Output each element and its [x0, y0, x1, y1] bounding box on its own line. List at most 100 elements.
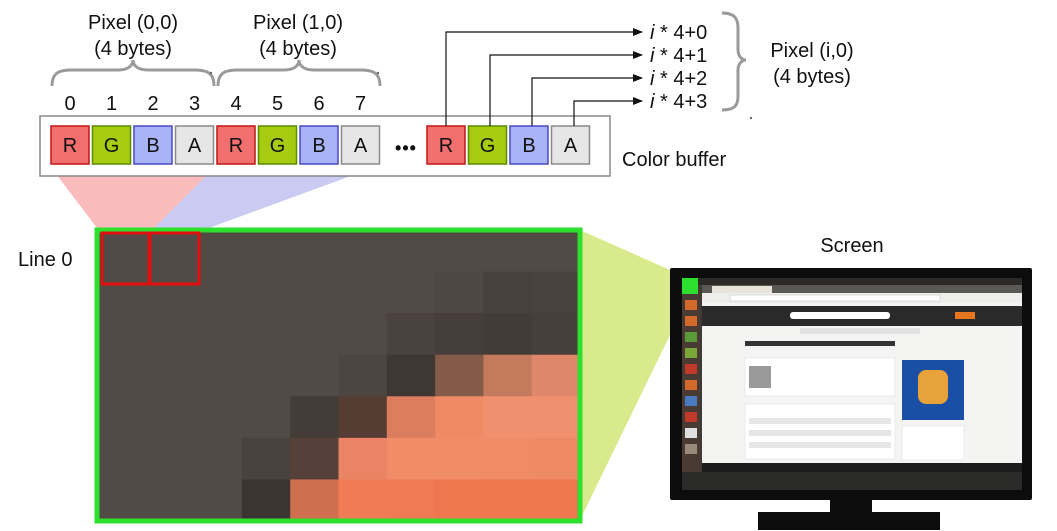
zoom-pixel	[386, 271, 436, 314]
buffer-cell-box	[91, 125, 132, 165]
buffer-tail-cell-1: G	[467, 125, 508, 165]
zoom-pixel	[435, 437, 484, 481]
zoom-pixel	[241, 271, 291, 314]
zoom-pixel	[193, 437, 243, 481]
zoom-pixel	[435, 271, 484, 314]
zoom-pixel	[241, 230, 291, 273]
launcher-icon	[685, 364, 697, 374]
zoom-pixel	[435, 354, 484, 397]
byte-index-2: 2	[147, 93, 158, 115]
zoom-frame	[94, 227, 583, 524]
zoom-pixel	[193, 313, 243, 356]
zoom-pixel	[145, 271, 195, 314]
buffer-tail-cell-0: R	[426, 125, 466, 165]
buffer-cell-label: B	[312, 135, 325, 157]
zoom-pixel	[145, 313, 195, 356]
buffer-cell-label: G	[270, 135, 286, 157]
byte-index-4: 4	[230, 93, 241, 115]
offset-var: i	[650, 91, 655, 113]
buffer-tail-cell-3: A	[550, 125, 591, 165]
site-search	[790, 312, 890, 319]
buffer-cell-box	[257, 125, 298, 165]
buffer-ellipsis: •••	[395, 138, 417, 158]
zoom-pixel	[435, 479, 484, 522]
buffer-cell-box	[509, 125, 549, 165]
zoom-pixel	[386, 396, 436, 439]
zoom-pixel	[531, 354, 581, 397]
zoom-pixel	[531, 479, 581, 522]
buffer-cell-6: B	[299, 125, 339, 165]
zoom-pixel	[531, 271, 581, 314]
brace-dot	[209, 71, 213, 75]
buffer-cell-box	[467, 125, 508, 165]
offset-expr: * 4+2	[654, 68, 707, 90]
zoom-pixel	[145, 354, 195, 397]
top-panel	[682, 278, 1022, 285]
zoom-pixel	[290, 437, 340, 481]
zoom-pixel	[145, 437, 195, 481]
zoom-pixel	[97, 354, 146, 397]
artist-thumb	[749, 366, 771, 388]
buffer-cell-box	[216, 125, 256, 165]
zoom-pixel	[193, 479, 243, 522]
launcher-icon	[685, 332, 697, 342]
zoom-pixel	[483, 271, 533, 314]
zoom-pixel	[145, 230, 195, 273]
zoom-pixel	[290, 396, 340, 439]
launcher-icon	[685, 412, 697, 422]
launcher-icon	[685, 316, 697, 326]
buffer-cell-box	[340, 125, 381, 165]
zoom-pixel	[483, 313, 533, 356]
zoom-pixel	[241, 437, 291, 481]
screen-label: Screen	[820, 235, 883, 257]
buffer-cell-1: G	[91, 125, 132, 165]
zoom-pixel	[483, 396, 533, 439]
buffer-cell-label: A	[188, 135, 202, 157]
buffer-tail-cell-2: B	[509, 125, 549, 165]
buffer-cell-2: B	[133, 125, 173, 165]
zoom-pixel	[386, 354, 436, 397]
song-row	[749, 430, 891, 436]
buffer-cell-box	[299, 125, 339, 165]
buffer-cell-label: B	[146, 135, 159, 157]
screen-projection	[580, 230, 688, 520]
zoom-pixel	[97, 271, 146, 314]
byte-index-6: 6	[313, 93, 324, 115]
offset-var: i	[650, 68, 655, 90]
offset-arrow-3	[573, 97, 643, 126]
zoom-pixel	[386, 479, 436, 522]
song-row	[749, 442, 891, 448]
offset-expr: * 4+1	[654, 45, 707, 67]
offset-arrows	[445, 28, 643, 126]
launcher-icon	[685, 444, 697, 454]
zoom-pixel	[97, 437, 146, 481]
zoom-pixel	[290, 354, 340, 397]
zoom-pixel	[145, 396, 195, 439]
pixeli-brace	[721, 11, 747, 112]
site-button	[955, 312, 975, 319]
brace-dot	[376, 71, 380, 75]
zoom-pixel	[531, 396, 581, 439]
zoom-pixel	[241, 396, 291, 439]
zoom-pixel	[483, 354, 533, 397]
buffer-cell-label: A	[564, 135, 578, 157]
address-field	[729, 294, 941, 302]
buffer-cell-box	[50, 125, 90, 165]
buffer-cell-0: R	[50, 125, 90, 165]
zoom-pixel	[193, 354, 243, 397]
buffer-cell-5: G	[257, 125, 298, 165]
zoom-pixel	[97, 396, 146, 439]
zoom-pixel	[241, 354, 291, 397]
buffer-cell-box	[174, 125, 215, 165]
pixeli-title: Pixel (i,0)	[770, 40, 853, 62]
pixel1-brace	[216, 59, 382, 87]
launcher-icon	[685, 396, 697, 406]
zoom-pixel	[290, 271, 340, 314]
buffer-cell-box	[550, 125, 591, 165]
browser-tabs	[702, 285, 1022, 293]
zoom-pixel	[338, 313, 388, 356]
offset-label-0: i * 4+0	[650, 22, 707, 44]
